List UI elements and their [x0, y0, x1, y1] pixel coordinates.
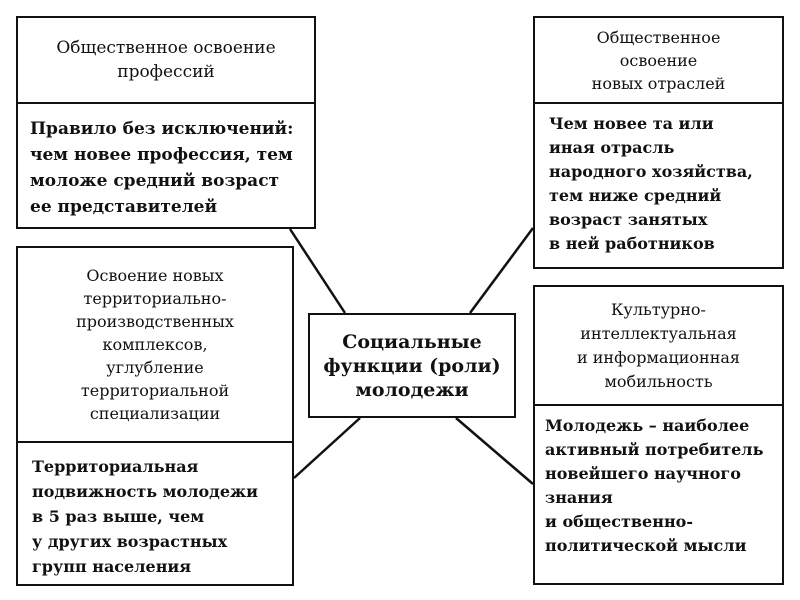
- center-line: молодежи: [355, 378, 469, 401]
- title-line: Общественное освоение: [56, 38, 276, 58]
- title-line: и информационная: [576, 347, 740, 367]
- box-industries-title: Общественное освоение новых отраслей: [535, 18, 782, 104]
- text-line: иная отрасль: [549, 138, 675, 157]
- text-line: в 5 раз выше, чем: [32, 507, 205, 526]
- title-line: специализации: [89, 404, 221, 423]
- title-line: комплексов,: [102, 335, 208, 354]
- text-line: знания: [545, 488, 613, 507]
- text-line: Правило без исключений:: [30, 119, 294, 139]
- box-professions-text: Правило без исключений: чем новее профес…: [18, 104, 314, 220]
- text-line: и общественно-: [545, 512, 693, 531]
- connector-top-right: [468, 227, 535, 314]
- text-line: Территориальная: [32, 457, 199, 476]
- title-line: территориальной: [80, 381, 230, 400]
- text-line: чем новее профессия, тем: [30, 145, 293, 165]
- box-culture: Культурно- интеллектуальная и информацио…: [533, 285, 784, 585]
- box-culture-title: Культурно- интеллектуальная и информацио…: [535, 287, 782, 406]
- title-line: Освоение новых: [86, 266, 224, 285]
- title-line: мобильность: [604, 371, 713, 391]
- title-line: интеллектуальная: [580, 323, 737, 343]
- center-line: Социальные: [342, 330, 482, 353]
- connector-top-left: [288, 228, 347, 314]
- box-territories-title: Освоение новых территориально- производс…: [18, 248, 292, 443]
- title-line: территориально-: [83, 289, 227, 308]
- text-line: новейшего научного: [545, 464, 741, 483]
- text-line: подвижность молодежи: [32, 482, 259, 501]
- title-line: Культурно-: [611, 299, 706, 319]
- text-line: народного хозяйства,: [549, 162, 753, 181]
- text-line: политической мысли: [545, 536, 747, 555]
- text-line: возраст занятых: [549, 210, 708, 229]
- text-line: активный потребитель: [545, 440, 764, 459]
- text-line: групп населения: [32, 557, 192, 576]
- text-line: моложе средний возраст: [30, 171, 280, 191]
- title-line: освоение: [619, 50, 698, 70]
- center-line: функции (роли): [323, 354, 501, 377]
- box-industries-text: Чем новее та или иная отрасль народного …: [535, 104, 782, 256]
- text-line: ее представителей: [30, 197, 218, 217]
- text-line: Чем новее та или: [549, 114, 714, 133]
- box-industries: Общественное освоение новых отраслей Чем…: [533, 16, 784, 269]
- title-line: новых отраслей: [591, 73, 726, 93]
- connector-bottom-right: [455, 417, 534, 485]
- text-line: в ней работников: [549, 234, 715, 253]
- text-line: тем ниже средний: [549, 186, 722, 205]
- box-territories-text: Территориальная подвижность молодежи в 5…: [18, 443, 292, 579]
- title-line: профессий: [117, 62, 215, 82]
- title-line: углубление: [106, 358, 204, 377]
- central-node: Социальные функции (роли) молодежи: [308, 313, 516, 418]
- box-professions: Общественное освоение профессий Правило …: [16, 16, 316, 229]
- box-professions-title: Общественное освоение профессий: [18, 18, 314, 104]
- connector-bottom-left: [293, 417, 361, 479]
- box-culture-text: Молодежь – наиболее активный потребитель…: [535, 406, 782, 558]
- title-line: Общественное: [596, 27, 721, 47]
- text-line: Молодежь – наиболее: [545, 416, 750, 435]
- title-line: производственных: [76, 312, 234, 331]
- text-line: у других возрастных: [32, 532, 228, 551]
- box-territories: Освоение новых территориально- производс…: [16, 246, 294, 586]
